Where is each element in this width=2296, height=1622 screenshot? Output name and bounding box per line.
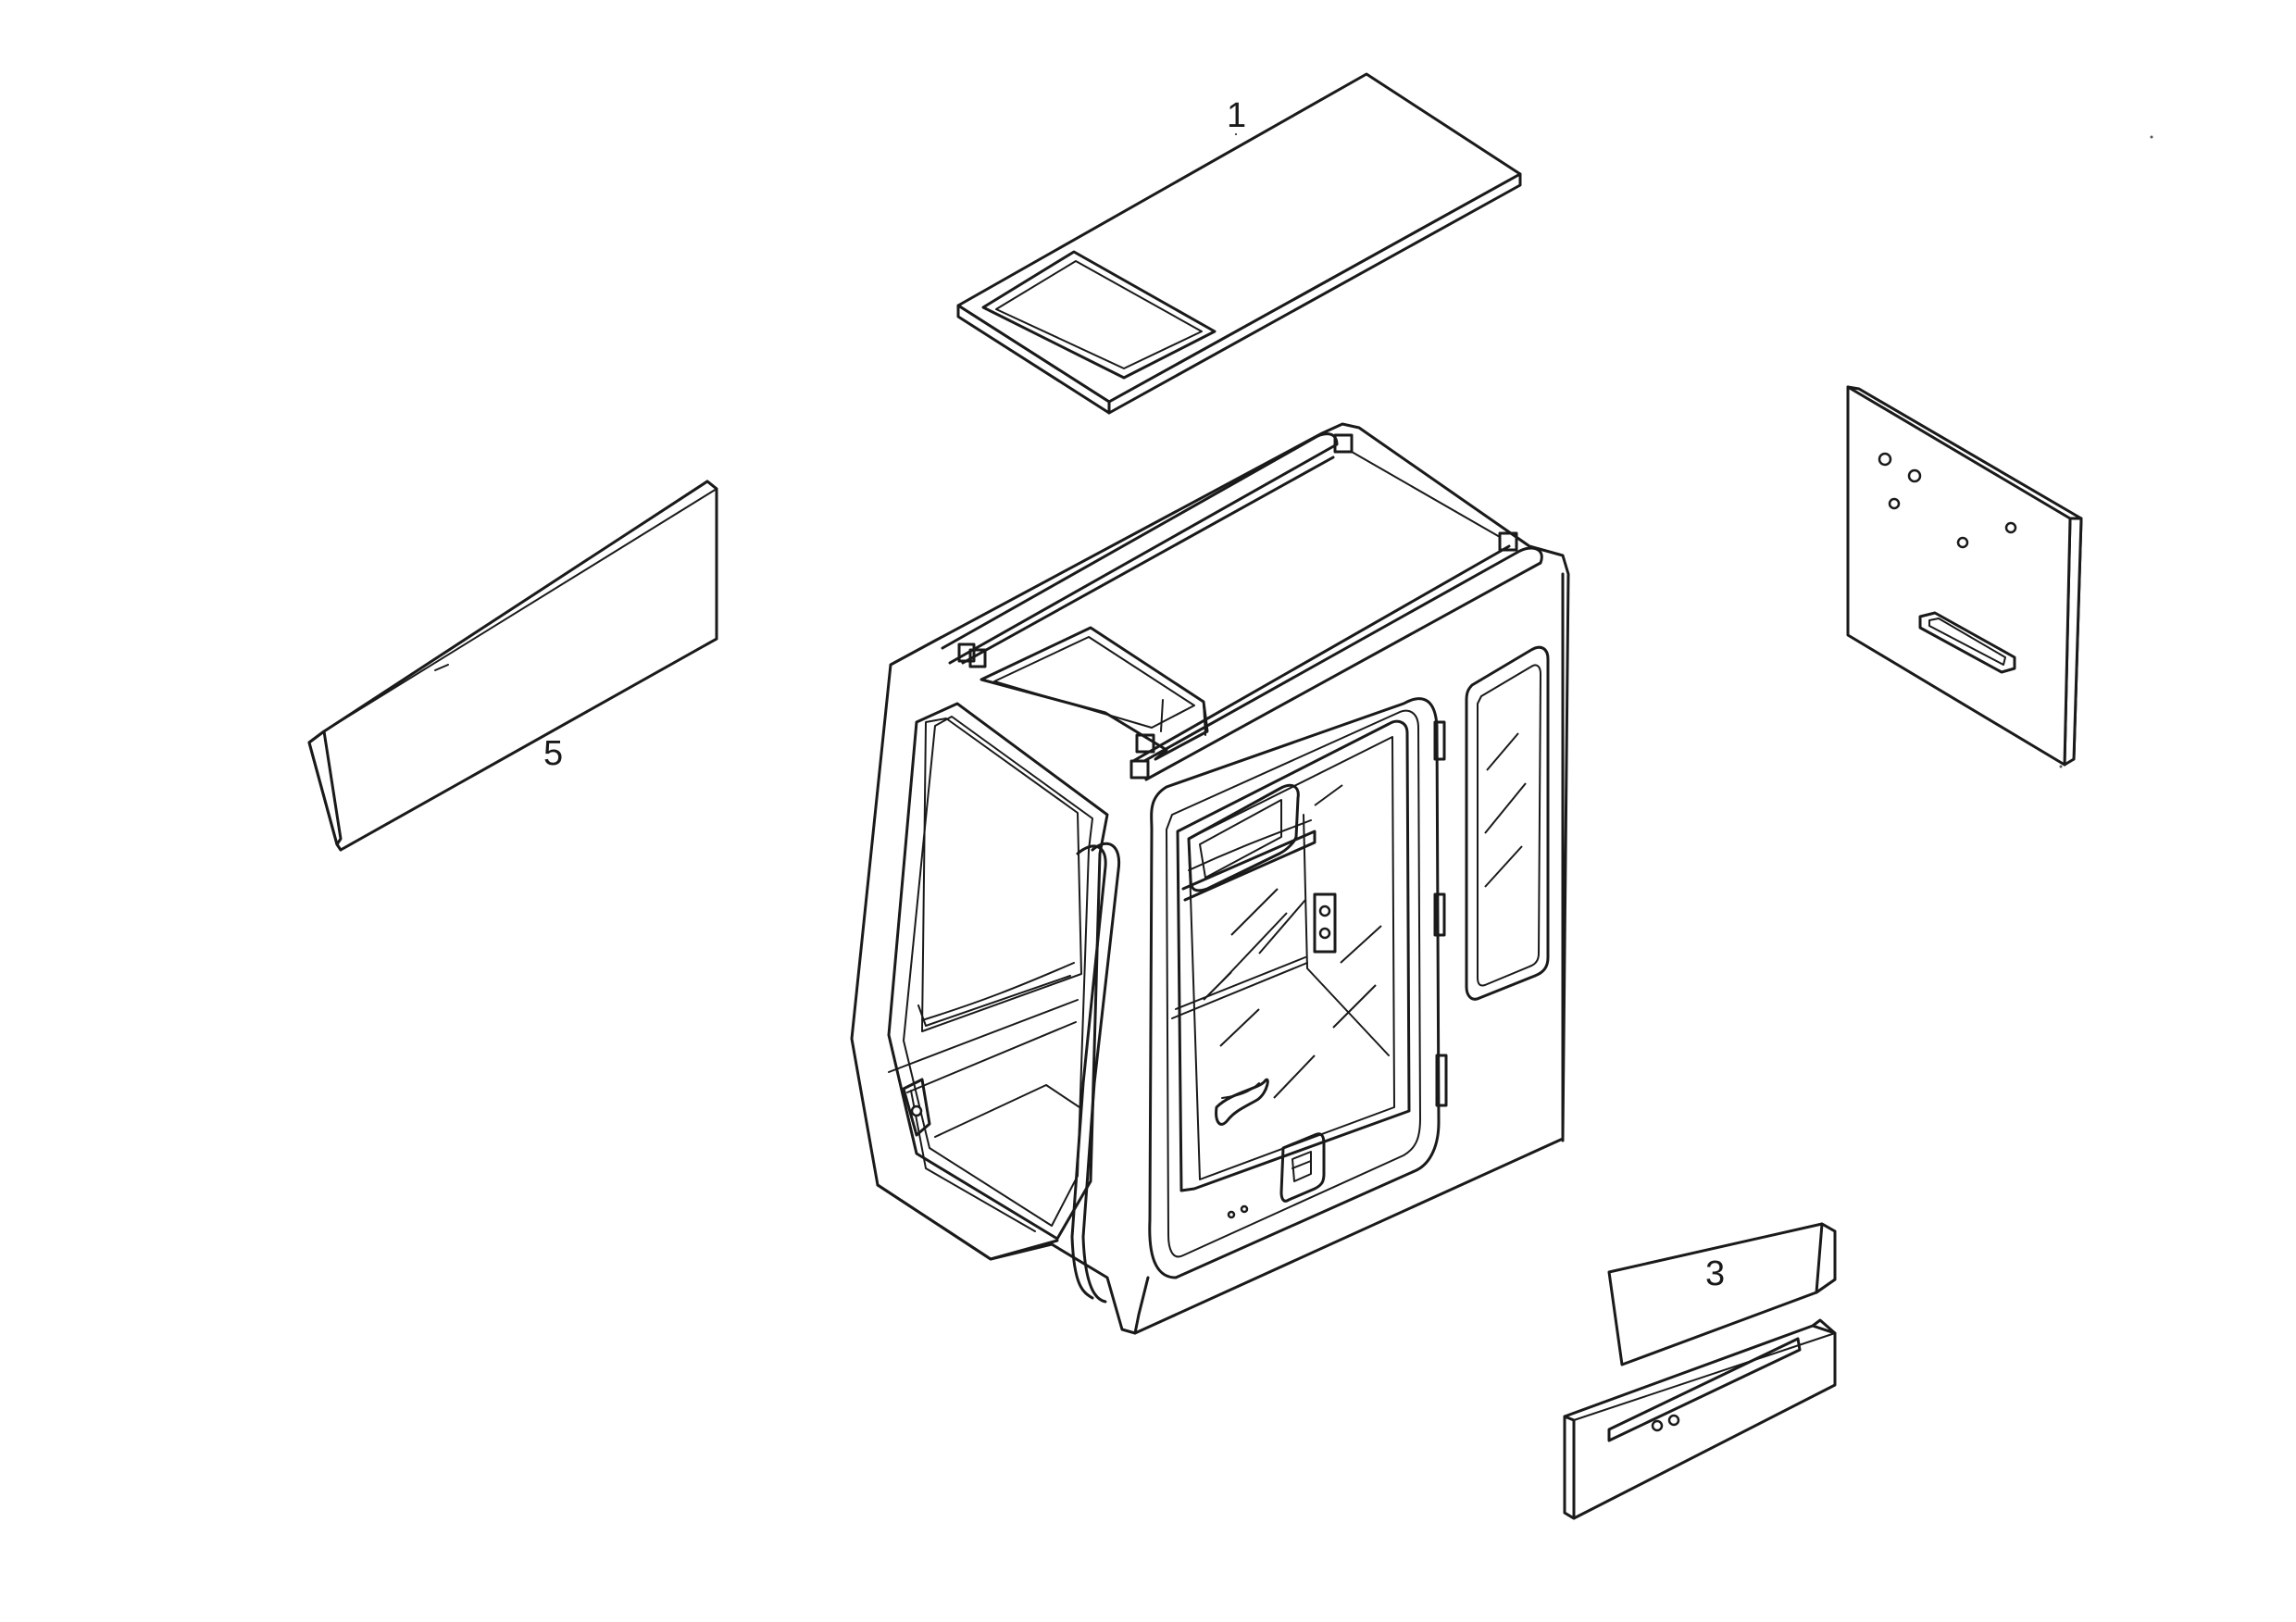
rear-panel [1846, 385, 2083, 767]
lower-side-panels [1563, 1222, 1837, 1520]
roof-panel [956, 72, 1522, 415]
left-side-panel [307, 480, 718, 852]
callout-label-3: 3 [1705, 1254, 1725, 1293]
callout-label-1: 1 [1227, 96, 1246, 135]
cab-body [850, 422, 1570, 1335]
callout-label-4: 5 [543, 734, 563, 773]
